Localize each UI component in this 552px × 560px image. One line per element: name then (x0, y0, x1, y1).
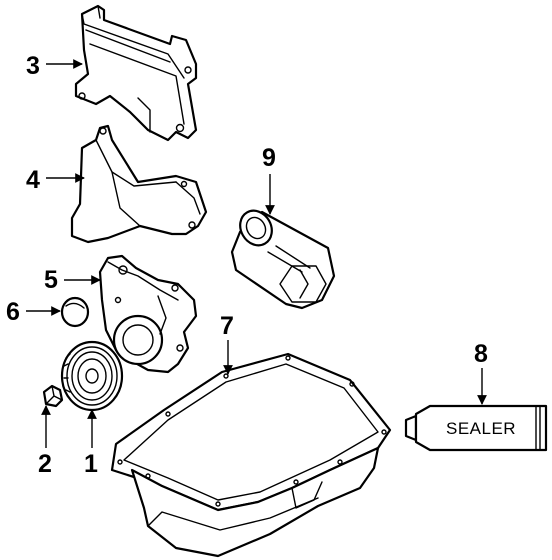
callout-number-8: 8 (474, 340, 488, 368)
callout-number-9: 9 (262, 144, 276, 172)
crankshaft-pulley (60, 340, 124, 412)
callout-7: 7 (220, 312, 234, 375)
callout-2: 2 (38, 405, 52, 478)
callout-number-6: 6 (6, 298, 20, 326)
lower-timing-cover (70, 124, 208, 244)
pulley-bolt (42, 384, 64, 408)
sealer-tube: SEALER (404, 404, 548, 452)
callout-number-1: 1 (84, 450, 98, 478)
callout-5: 5 (44, 266, 101, 294)
sealer-label: SEALER (446, 419, 516, 438)
callout-8: 8 (474, 340, 488, 405)
callout-1: 1 (84, 409, 98, 478)
plug-cap (60, 296, 90, 328)
oil-filter (230, 209, 336, 310)
callout-number-7: 7 (220, 312, 234, 340)
callout-number-4: 4 (26, 166, 40, 194)
callout-number-5: 5 (44, 266, 58, 294)
callout-6: 6 (6, 298, 61, 326)
oil-pan (110, 352, 392, 558)
oil-pump-housing (98, 254, 198, 374)
callout-number-3: 3 (26, 52, 40, 80)
callout-9: 9 (262, 144, 276, 215)
upper-timing-cover (74, 4, 198, 142)
callout-number-2: 2 (38, 450, 52, 478)
callout-4: 4 (26, 166, 85, 194)
callout-3: 3 (26, 52, 83, 80)
